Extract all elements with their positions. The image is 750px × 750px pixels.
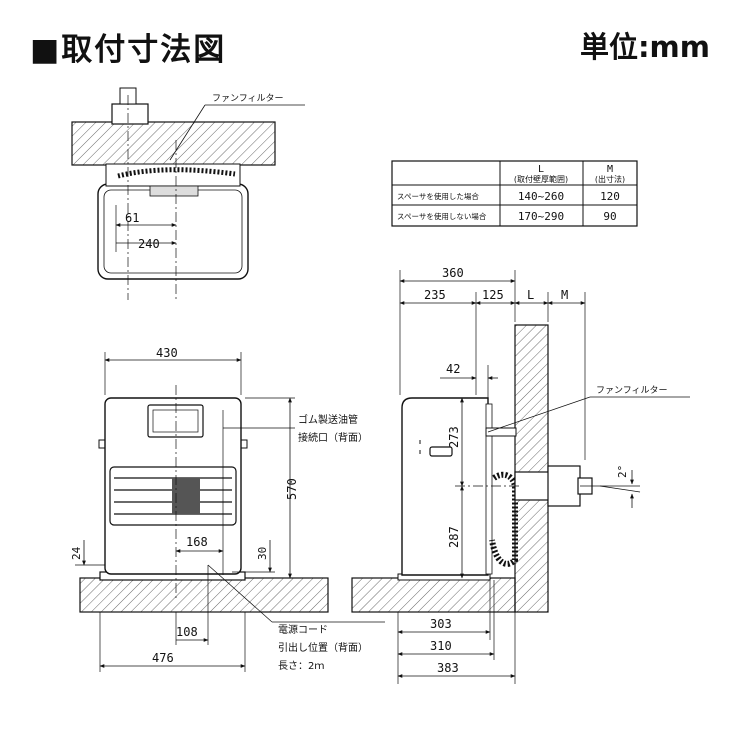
side-dim-310: 310	[430, 639, 452, 653]
table-head-m: M	[607, 164, 613, 175]
unit-label: 単位:mm	[579, 30, 710, 64]
table-row-l: 170~290	[518, 210, 564, 223]
top-filter-label: ファンフィルター	[212, 93, 284, 104]
side-heater-body	[401, 397, 489, 576]
side-angle: 2°	[616, 465, 629, 478]
side-dim-M: M	[561, 288, 568, 302]
top-view: ファンフィルター 61 240	[71, 87, 305, 300]
table-row-m: 120	[600, 190, 620, 203]
top-dim-240: 240	[138, 237, 160, 251]
table-row-m: 90	[603, 210, 616, 223]
front-dim-430: 430	[156, 346, 178, 360]
table-row-l: 140~260	[518, 190, 564, 203]
front-dim-570: 570	[285, 478, 299, 500]
table-row-label: スペーサを使用した場合	[397, 191, 479, 201]
top-wall	[71, 121, 276, 166]
page-title: ■取付寸法図	[30, 32, 227, 68]
top-dim-61: 61	[125, 211, 139, 225]
side-dim-383: 383	[437, 661, 459, 675]
side-dim-273: 273	[447, 426, 461, 448]
front-dim-108: 108	[176, 625, 198, 639]
side-dim-360: 360	[442, 266, 464, 280]
oil-pipe-label-2: 接続口（背面）	[298, 431, 368, 444]
power-cord-label: 電源コード	[278, 623, 328, 636]
spec-table: L (取付壁厚範囲) M (出寸法) スペーサを使用した場合 140~260 1…	[391, 160, 638, 227]
front-dim-168: 168	[186, 535, 208, 549]
top-heater-body	[97, 183, 249, 280]
power-cord-label-2: 引出し位置（背面）	[278, 641, 368, 654]
side-dim-42: 42	[446, 362, 460, 376]
power-cord-label-3: 長さ：2ｍ	[278, 660, 324, 672]
side-dim-303: 303	[430, 617, 452, 631]
side-dim-125: 125	[482, 288, 504, 302]
side-dim-235: 235	[424, 288, 446, 302]
side-dim-287: 287	[447, 526, 461, 548]
table-head-l: L	[538, 164, 544, 175]
side-view: 2° 360 235 125 L M 42 273 287 ファンフィルター 3	[351, 266, 690, 684]
front-floor	[79, 577, 329, 613]
side-wall	[514, 324, 549, 613]
table-head-l-sub: (取付壁厚範囲)	[514, 174, 568, 184]
front-dim-30: 30	[256, 547, 269, 560]
front-dim-476: 476	[152, 651, 174, 665]
top-flue-cap	[111, 103, 149, 125]
front-view: 430 570 ゴム製送油管 接続口（背面） 168 30 24 108 476…	[70, 346, 385, 672]
side-floor	[351, 577, 516, 613]
table-row-label: スペーサを使用しない場合	[397, 211, 487, 221]
side-filter-label: ファンフィルター	[596, 385, 668, 396]
table-head-m-sub: (出寸法)	[595, 174, 625, 184]
side-dim-L: L	[527, 288, 534, 302]
oil-pipe-label: ゴム製送油管	[298, 413, 358, 426]
front-dim-24: 24	[70, 546, 83, 560]
